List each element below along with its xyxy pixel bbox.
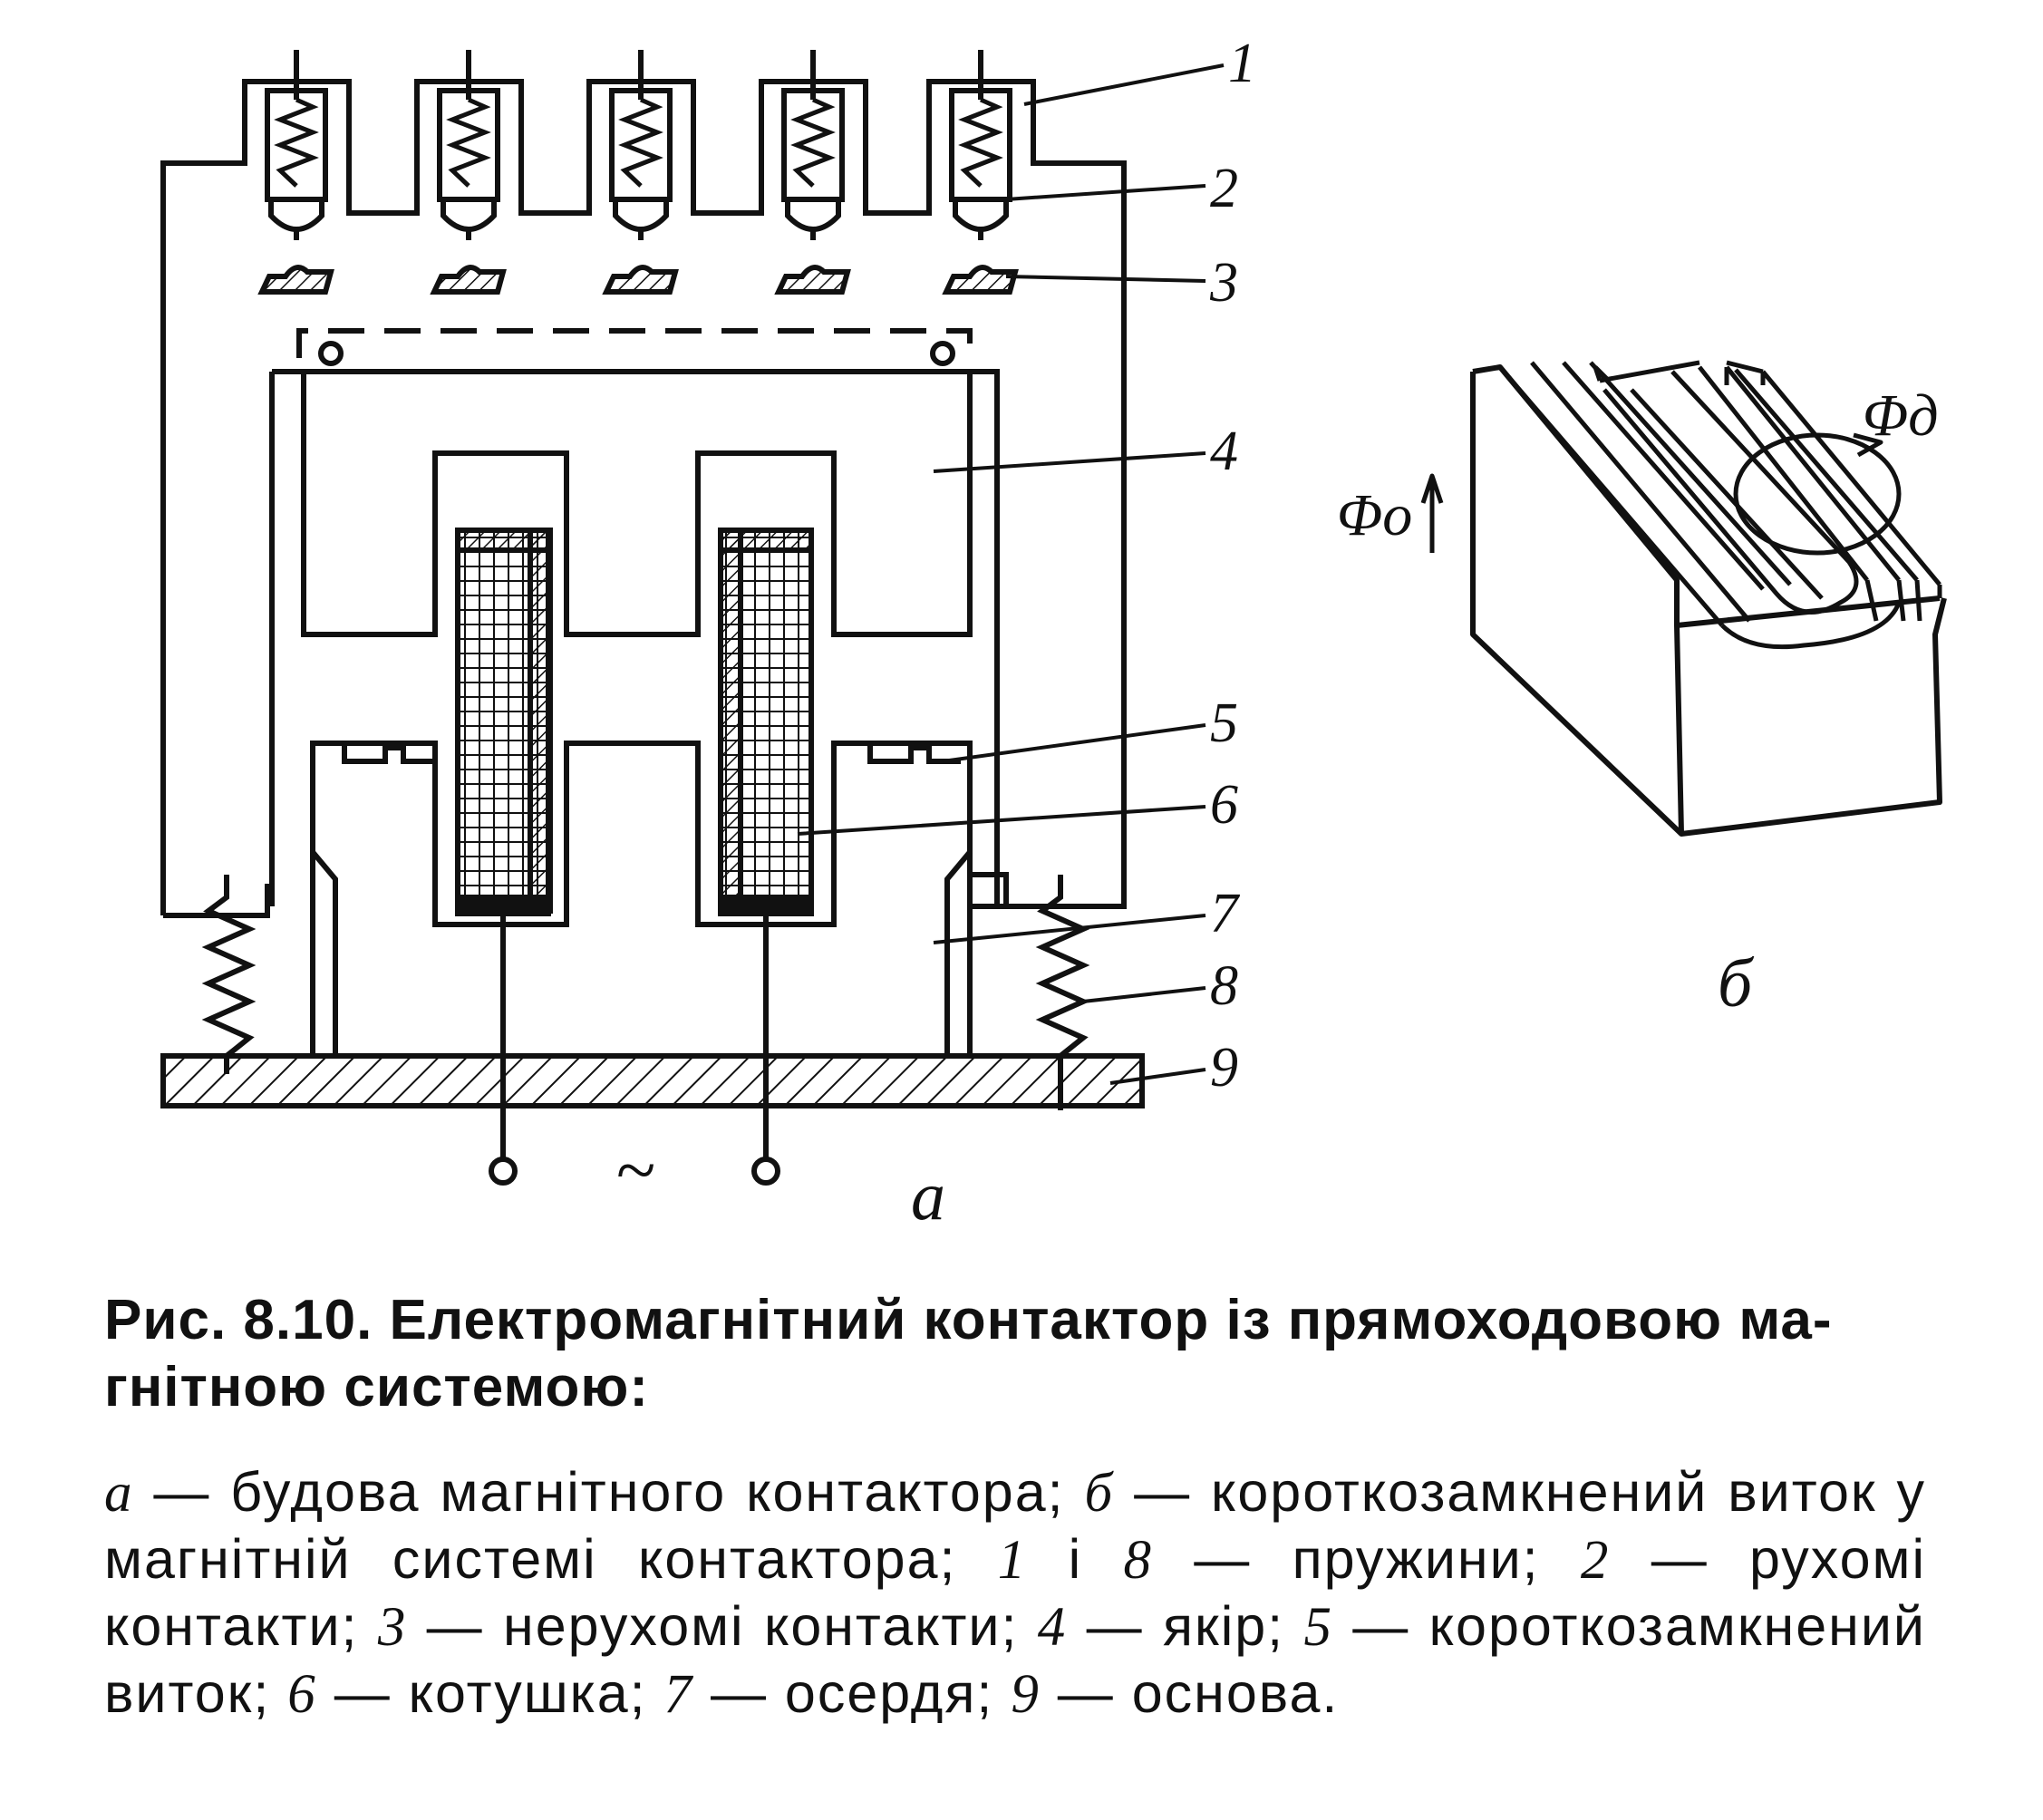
flux-loop-arrow [1853, 432, 1883, 458]
shorted-turn-ring [1602, 370, 1902, 650]
contact-pole [774, 50, 851, 295]
flux-main-arrow [1420, 473, 1444, 553]
coil-left [455, 528, 553, 916]
legend-text: — якір; [1067, 1595, 1304, 1657]
panel-a-label: a [911, 1158, 945, 1234]
legend-key: 1 [997, 1530, 1028, 1591]
figure-caption-legend: а — будова магнітного контактора; б — ко… [104, 1459, 1926, 1728]
legend-key: а [104, 1463, 134, 1524]
contact-pole [602, 50, 679, 295]
legend-text: — нерухомі контакти; [407, 1595, 1038, 1657]
callout-2: 2 [1210, 158, 1238, 219]
callout-1: 1 [1228, 33, 1256, 94]
legend-text: — короткозамкнений виток у магнітній сис… [104, 1461, 1926, 1590]
legend-text: — котушка; [316, 1662, 664, 1724]
panel-b-labels: Φo Φд б [1337, 382, 1939, 1021]
movable-contact [268, 197, 324, 240]
contact-pole [430, 50, 507, 295]
legend-text: — основа. [1040, 1662, 1340, 1724]
legend-key: б [1084, 1463, 1115, 1524]
legend-key: 6 [287, 1664, 317, 1725]
fixed-contact [774, 265, 851, 295]
insulating-bar [296, 328, 973, 358]
callout-leaders [797, 63, 1225, 1085]
coil-right [718, 528, 814, 916]
movable-contact [441, 197, 497, 240]
legend-key: 2 [1580, 1530, 1611, 1591]
figure-caption-title: Рис. 8.10. Електромагнітний контактор із… [104, 1287, 1917, 1421]
fixed-contact [430, 265, 507, 295]
movable-contact [785, 197, 841, 240]
contact-spring [618, 97, 663, 188]
contact-spring [958, 97, 1003, 188]
base [160, 1053, 1145, 1108]
spring-right [1035, 875, 1090, 1110]
callout-6: 6 [1210, 774, 1238, 836]
legend-text: — рухомі контакти; [104, 1528, 1927, 1657]
ac-symbol: ~ [616, 1131, 655, 1211]
legend-text: — будова магнітного контактора; [133, 1461, 1085, 1523]
legend-key: 3 [377, 1597, 408, 1658]
legend-key: 9 [1011, 1664, 1041, 1725]
fixed-contact [602, 265, 679, 295]
fixed-contact [257, 265, 334, 295]
flux-loop [1733, 432, 1902, 556]
legend-text: — осердя; [693, 1662, 1012, 1724]
callout-8: 8 [1210, 955, 1238, 1017]
flux-main-label: Φo [1337, 482, 1412, 548]
contact-spring [790, 97, 836, 188]
armature [269, 369, 1000, 906]
contact-spring [446, 97, 491, 188]
callout-9: 9 [1210, 1037, 1238, 1099]
legend-key: 7 [663, 1664, 694, 1725]
contact-pole [257, 50, 334, 295]
legend-text: — короткозамкнений виток; [104, 1595, 1926, 1724]
legend-key: 5 [1303, 1597, 1333, 1658]
callout-4: 4 [1210, 421, 1238, 482]
caption-title-line-2: гнітною системою: [104, 1356, 649, 1418]
spring-left [201, 875, 257, 1074]
contact-spring [274, 97, 319, 188]
moving-contact-frame [160, 79, 1127, 918]
callout-3: 3 [1209, 252, 1238, 314]
core-slots [1498, 360, 1942, 627]
contact-pole [942, 50, 1019, 295]
core-legs [310, 743, 973, 1056]
callout-7: 7 [1210, 883, 1241, 944]
flux-ring-label: Φд [1863, 382, 1939, 449]
terminal-left [489, 1157, 518, 1186]
legend-key: 4 [1037, 1597, 1068, 1658]
legend-text: і [1027, 1528, 1124, 1590]
contactor-figure: 1 2 3 4 5 6 7 8 9 ~ a Φo Φд б [160, 33, 1947, 1234]
terminal-right [751, 1157, 780, 1186]
legend-key: 8 [1123, 1530, 1153, 1591]
panel-b-shorted-turn [1420, 360, 1947, 837]
panel-a-callouts: 1 2 3 4 5 6 7 8 9 [1209, 33, 1256, 1099]
caption-title-line-1: Рис. 8.10. Електромагнітний контактор із… [104, 1289, 1833, 1351]
movable-contact [953, 197, 1009, 240]
panel-a-contactor-structure [160, 50, 1225, 1186]
legend-text: — пружини; [1152, 1528, 1581, 1590]
fixed-contact [942, 265, 1019, 295]
core [310, 741, 973, 1056]
callout-5: 5 [1210, 692, 1238, 754]
movable-contact [613, 197, 669, 240]
panel-b-label: б [1718, 945, 1755, 1021]
